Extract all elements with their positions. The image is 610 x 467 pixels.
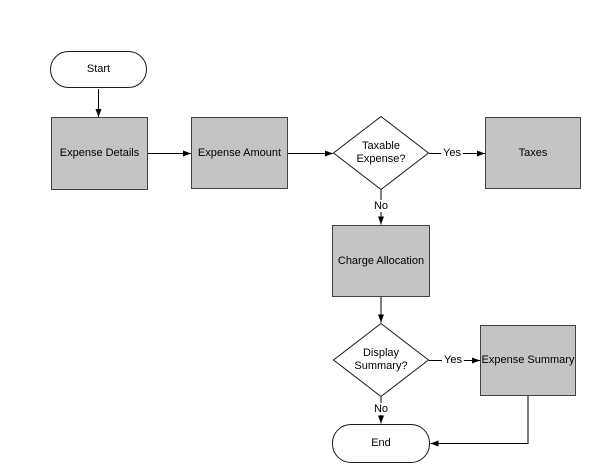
diamond-shape — [333, 323, 429, 397]
edge-expense-summary-to-end — [430, 396, 529, 447]
node-start: Start — [50, 51, 147, 88]
node-expense-amount: Expense Amount — [191, 117, 288, 189]
node-expense-summary-label: Expense Summary — [481, 354, 575, 366]
node-expense-summary: Expense Summary — [480, 325, 576, 396]
node-expense-details: Expense Details — [51, 117, 148, 190]
node-taxable-expense: Taxable Expense? — [333, 116, 429, 190]
node-expense-details-label: Expense Details — [59, 147, 140, 159]
node-end-label: End — [371, 437, 391, 449]
edge-label-taxable-no: No — [371, 200, 391, 212]
node-start-label: Start — [86, 63, 111, 75]
node-display-summary: Display Summary? — [333, 323, 429, 397]
node-expense-amount-label: Expense Amount — [197, 146, 282, 159]
node-display-summary-label: Display Summary? — [354, 347, 408, 372]
diamond-shape — [333, 116, 429, 190]
node-taxes-label: Taxes — [518, 146, 548, 159]
edge-label-display-yes: Yes — [442, 354, 464, 366]
edge-label-display-no: No — [371, 403, 391, 415]
node-end: End — [332, 424, 430, 463]
node-charge-allocation-label: Charge Allocation — [337, 254, 425, 267]
edge-label-taxable-yes: Yes — [441, 147, 463, 159]
node-charge-allocation: Charge Allocation — [332, 225, 430, 297]
node-taxes: Taxes — [485, 117, 581, 189]
node-taxable-expense-label: Taxable Expense? — [356, 140, 406, 165]
